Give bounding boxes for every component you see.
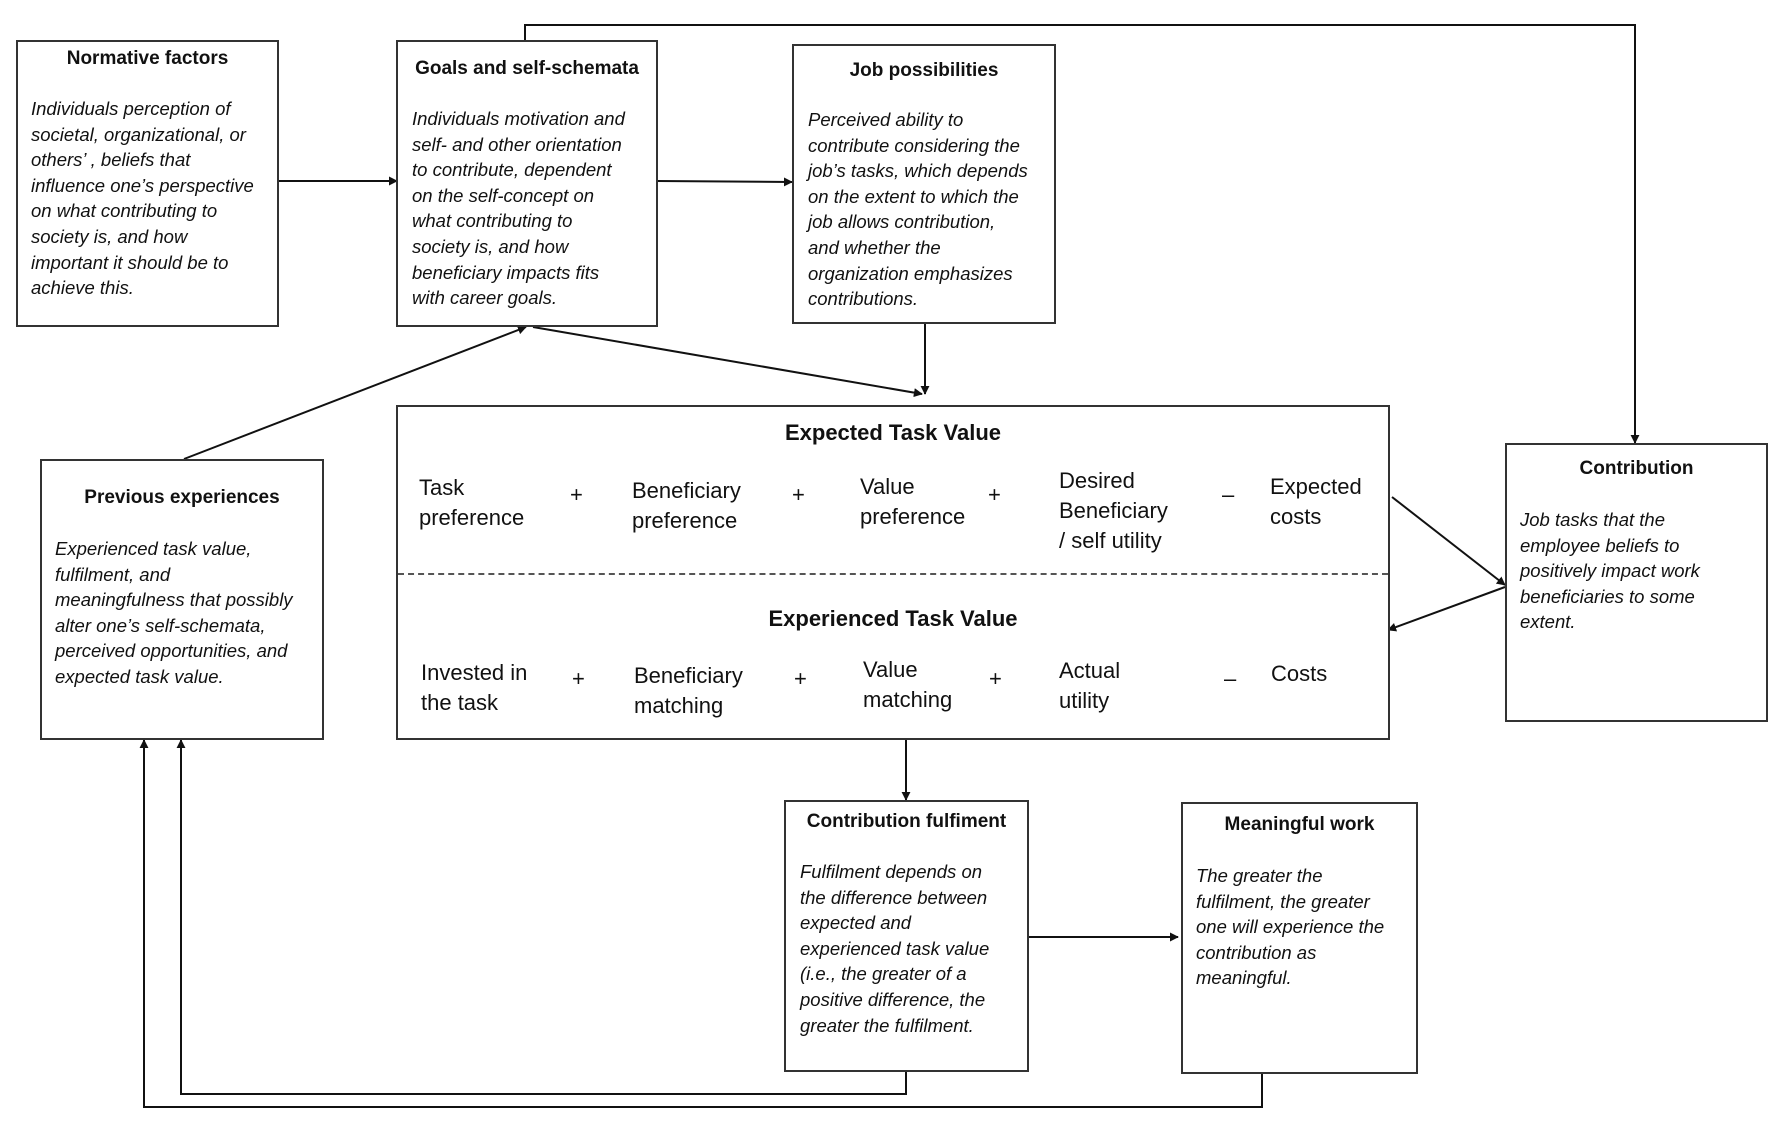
meaningful-work-title: Meaningful work (1224, 814, 1375, 835)
expected-term-desired-utility: Desired Beneficiary / self utility (1059, 468, 1168, 553)
experienced-term-actual-utility: Actual utility (1059, 658, 1121, 713)
job-possibilities-box: Job possibilities Perceived ability to c… (792, 44, 1056, 324)
experienced-op-4: – (1224, 666, 1237, 691)
normative-factors-text: Individuals perception of societal, orga… (31, 98, 254, 299)
experienced-term-invested: Invested in the task (421, 660, 528, 715)
meaningful-work-text: The greater the fulfilment, the greater … (1196, 865, 1385, 989)
meaningful-work-box: Meaningful work The greater the fulfilme… (1181, 802, 1418, 1074)
experienced-term-costs: Costs (1271, 661, 1328, 686)
expected-op-2: + (792, 482, 805, 507)
contribution-fulfilment-title: Contribution fulfiment (806, 811, 1007, 832)
experienced-term-value-matching: Value matching (863, 657, 953, 712)
task-value-divider (398, 573, 1388, 575)
goals-text: Individuals motivation and self- and oth… (412, 108, 625, 309)
expected-op-3: + (988, 482, 1001, 507)
arrow-contribution-to-experienced (1387, 586, 1506, 632)
contribution-title: Contribution (1579, 458, 1694, 479)
goals-box: Goals and self-schemata Individuals moti… (396, 40, 658, 327)
previous-experiences-box: Previous experiences Experienced task va… (40, 459, 324, 740)
arrow-meaningful-to-previous (139, 739, 1263, 1108)
experienced-term-beneficiary-matching: Beneficiary matching (634, 663, 743, 718)
normative-factors-title: Normative factors (66, 48, 229, 69)
job-possibilities-title: Job possibilities (849, 60, 999, 81)
goals-title: Goals and self-schemata (415, 58, 639, 79)
contribution-fulfilment-text: Fulfilment depends on the difference bet… (800, 861, 990, 1036)
normative-factors-box: Normative factors Individuals perception… (16, 40, 279, 327)
expected-op-4: – (1222, 482, 1235, 507)
arrow-goals-to-job (656, 177, 793, 187)
previous-experiences-title: Previous experiences (84, 487, 280, 508)
expected-term-expected-costs: Expected costs (1270, 474, 1362, 529)
expected-term-beneficiary-preference: Beneficiary preference (632, 478, 741, 533)
experienced-op-3: + (989, 666, 1002, 691)
arrow-fulfilment-to-previous (176, 739, 907, 1095)
arrow-goals-to-expected (532, 326, 923, 398)
arrow-goals-to-contribution (524, 24, 1640, 444)
arrow-previous-to-goals (183, 325, 527, 460)
arrow-expected-to-contribution (1391, 496, 1506, 586)
contribution-fulfilment-box: Contribution fulfiment Fulfilment depend… (784, 800, 1029, 1072)
contribution-text: Job tasks that the employee beliefs to p… (1520, 509, 1700, 633)
expected-task-value-title: Expected Task Value (784, 420, 1002, 445)
task-value-box: Expected Task Value Task preference + Be… (396, 405, 1390, 740)
job-possibilities-text: Perceived ability to contribute consider… (808, 109, 1028, 310)
experienced-task-value-title: Experienced Task Value (768, 606, 1018, 631)
experienced-op-2: + (794, 666, 807, 691)
contribution-box: Contribution Job tasks that the employee… (1505, 443, 1768, 722)
experienced-op-1: + (572, 666, 585, 691)
expected-term-task-preference: Task preference (419, 475, 525, 530)
expected-term-value-preference: Value preference (860, 474, 966, 529)
previous-experiences-text: Experienced task value, fulfilment, and … (55, 538, 293, 687)
expected-op-1: + (570, 482, 583, 507)
